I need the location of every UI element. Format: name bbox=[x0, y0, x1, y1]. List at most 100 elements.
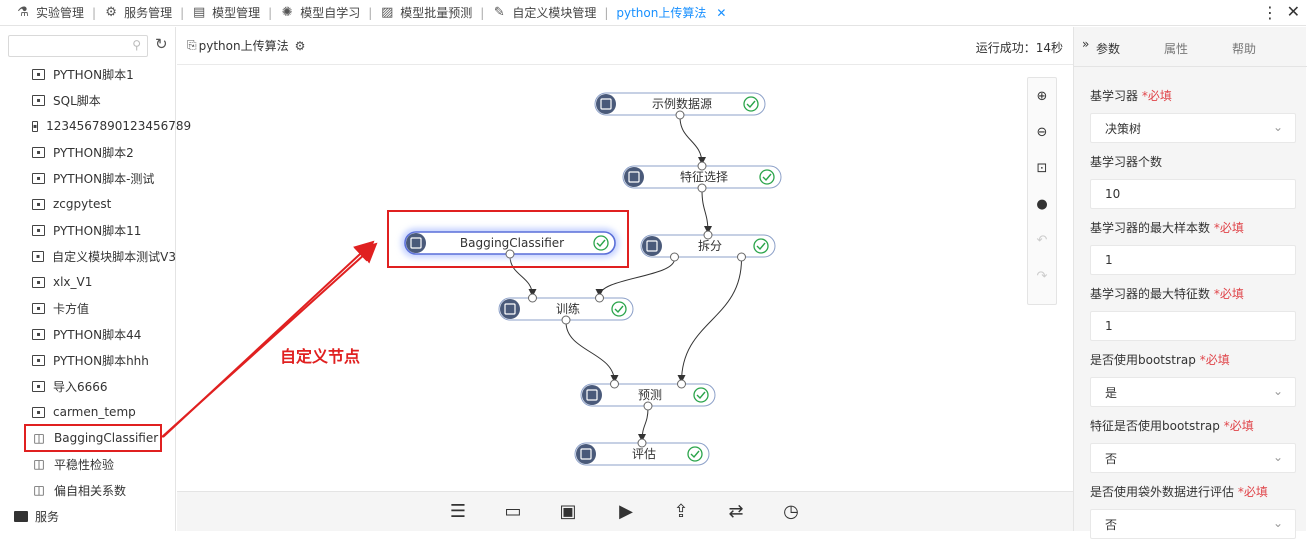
node-port[interactable] bbox=[505, 249, 515, 259]
zoom-in-icon[interactable]: ⊕ bbox=[1036, 88, 1048, 104]
check-mark bbox=[756, 242, 766, 251]
param-select[interactable]: 否⌄ bbox=[1090, 509, 1296, 539]
node-type-icon bbox=[642, 236, 662, 256]
zoom-out-icon[interactable]: ⊖ bbox=[1036, 124, 1048, 140]
script-icon: ▪ bbox=[32, 250, 45, 262]
node-split[interactable]: 拆分 bbox=[640, 234, 776, 258]
tree-folder[interactable]: 服务 bbox=[0, 503, 176, 529]
success-check-icon bbox=[759, 169, 775, 185]
tree-item[interactable]: ▪PYTHON脚本hhh bbox=[0, 347, 176, 373]
node-port[interactable] bbox=[643, 401, 653, 411]
tab-help[interactable]: 帮助 bbox=[1232, 42, 1257, 56]
sync-icon[interactable]: ⇄ bbox=[728, 501, 744, 522]
tree-item[interactable]: ▪1234567890123456789 bbox=[0, 113, 191, 139]
save-as-icon[interactable]: ▣ bbox=[559, 501, 577, 522]
gear-icon[interactable]: ⚙ bbox=[294, 38, 306, 53]
locate-icon[interactable]: ● bbox=[1036, 196, 1048, 212]
search-icon[interactable]: ⚲ bbox=[132, 38, 141, 52]
canvas-title: python上传算法 bbox=[198, 39, 289, 53]
component-tree: ▪PYTHON脚本1▪SQL脚本▪1234567890123456789▪PYT… bbox=[0, 61, 191, 529]
tab-params[interactable]: 参数 bbox=[1096, 42, 1121, 56]
script-icon: ▪ bbox=[32, 406, 45, 418]
node-port[interactable] bbox=[561, 315, 571, 325]
tab-custom-module[interactable]: ✎自定义模块管理 bbox=[493, 5, 597, 20]
node-port[interactable] bbox=[697, 183, 707, 193]
node-port[interactable] bbox=[610, 379, 619, 389]
list-icon[interactable]: ☰ bbox=[449, 501, 467, 522]
node-eval[interactable]: 评估 bbox=[574, 442, 710, 466]
schedule-icon[interactable]: ◷ bbox=[783, 501, 799, 522]
param-select[interactable]: 是⌄ bbox=[1090, 377, 1296, 407]
close-window-icon[interactable]: ✕ bbox=[1286, 2, 1300, 21]
search-input[interactable] bbox=[13, 36, 125, 56]
edge-connector bbox=[701, 189, 712, 234]
param-input[interactable]: 1 bbox=[1090, 311, 1296, 341]
redo-icon[interactable]: ↷ bbox=[1036, 268, 1048, 284]
param-input[interactable]: 1 bbox=[1090, 245, 1296, 275]
node-port[interactable] bbox=[703, 230, 713, 240]
tree-item-label: PYTHON脚本1 bbox=[53, 67, 134, 82]
node-port[interactable] bbox=[595, 293, 604, 303]
tab-batch-predict[interactable]: ▨模型批量预测 bbox=[381, 5, 473, 20]
param-select[interactable]: 决策树⌄ bbox=[1090, 113, 1296, 143]
tab-service[interactable]: ⚙服务管理 bbox=[105, 5, 173, 20]
tab-attributes[interactable]: 属性 bbox=[1164, 42, 1189, 56]
node-glyph bbox=[504, 303, 516, 315]
tree-item[interactable]: ▪PYTHON脚本1 bbox=[0, 61, 176, 87]
close-icon[interactable]: ✕ bbox=[716, 5, 727, 20]
tab-model[interactable]: ▤模型管理 bbox=[192, 5, 261, 20]
node-port[interactable] bbox=[675, 110, 685, 120]
edge-connector bbox=[509, 255, 537, 297]
tree-item[interactable]: ▪carmen_temp bbox=[0, 399, 176, 425]
tree-item[interactable]: ▪xlx_V1 bbox=[0, 269, 176, 295]
tree-item[interactable]: ▪zcgpytest bbox=[0, 191, 176, 217]
run-icon[interactable]: ▶ bbox=[619, 501, 633, 522]
save-icon[interactable]: ▭ bbox=[504, 501, 522, 522]
tree-item[interactable]: ▪PYTHON脚本2 bbox=[0, 139, 176, 165]
more-icon[interactable]: ⋮ bbox=[1262, 3, 1278, 22]
tree-item[interactable]: ▪卡方值 bbox=[0, 295, 176, 321]
success-check-icon bbox=[753, 238, 769, 254]
tree-item[interactable]: ▪PYTHON脚本11 bbox=[0, 217, 176, 243]
tab-python-upload[interactable]: python上传算法✕ bbox=[616, 5, 727, 21]
node-port[interactable] bbox=[670, 252, 679, 262]
collapse-icon[interactable]: » bbox=[1082, 37, 1090, 51]
tree-item[interactable]: ◫BaggingClassifier bbox=[0, 425, 176, 451]
tree-item-label: 1234567890123456789 bbox=[46, 119, 192, 133]
node-port[interactable] bbox=[737, 252, 746, 262]
script-icon: ▪ bbox=[32, 172, 45, 184]
tree-item[interactable]: ▪PYTHON脚本44 bbox=[0, 321, 176, 347]
node-port[interactable] bbox=[528, 293, 537, 303]
node-port[interactable] bbox=[677, 379, 686, 389]
tree-item[interactable]: ▪导入6666 bbox=[0, 373, 176, 399]
tree-item-label: xlx_V1 bbox=[53, 275, 93, 289]
param-input[interactable]: 10 bbox=[1090, 179, 1296, 209]
node-feature[interactable]: 特征选择 bbox=[622, 165, 782, 189]
chevron-down-icon: ⌄ bbox=[1272, 516, 1283, 530]
tree-item-label: 卡方值 bbox=[53, 301, 90, 316]
script-icon: ▪ bbox=[32, 94, 45, 106]
fit-view-icon[interactable]: ⊡ bbox=[1036, 160, 1048, 176]
field-label: 特征是否使用bootstrap *必填 bbox=[1090, 419, 1254, 433]
node-train[interactable]: 训练 bbox=[498, 297, 634, 321]
tab-self-learning[interactable]: ✺模型自学习 bbox=[281, 5, 361, 20]
node-port[interactable] bbox=[637, 438, 647, 448]
undo-icon[interactable]: ↶ bbox=[1036, 232, 1048, 248]
node-bagging[interactable]: BaggingClassifier bbox=[401, 228, 619, 258]
node-source[interactable]: 示例数据源 bbox=[594, 92, 766, 116]
node-predict[interactable]: 预测 bbox=[580, 383, 716, 407]
refresh-icon[interactable]: ↻ bbox=[155, 35, 168, 53]
tree-item-label: SQL脚本 bbox=[53, 93, 101, 108]
tree-item[interactable]: ▪ SQL脚本 bbox=[0, 87, 176, 113]
export-icon[interactable]: ⇪ bbox=[673, 501, 689, 522]
tree-item[interactable]: ◫偏自相关系数 bbox=[0, 477, 176, 503]
check-mark bbox=[762, 173, 772, 182]
tree-item[interactable]: ▪PYTHON脚本-测试 bbox=[0, 165, 176, 191]
tree-item[interactable]: ◫平稳性检验 bbox=[0, 451, 176, 477]
node-port[interactable] bbox=[697, 161, 707, 171]
tree-item[interactable]: ▪自定义模块脚本测试V3 bbox=[0, 243, 176, 269]
param-select[interactable]: 否⌄ bbox=[1090, 443, 1296, 473]
edge-connector bbox=[595, 258, 675, 297]
tab-experiment[interactable]: ⚗实验管理 bbox=[17, 5, 85, 20]
